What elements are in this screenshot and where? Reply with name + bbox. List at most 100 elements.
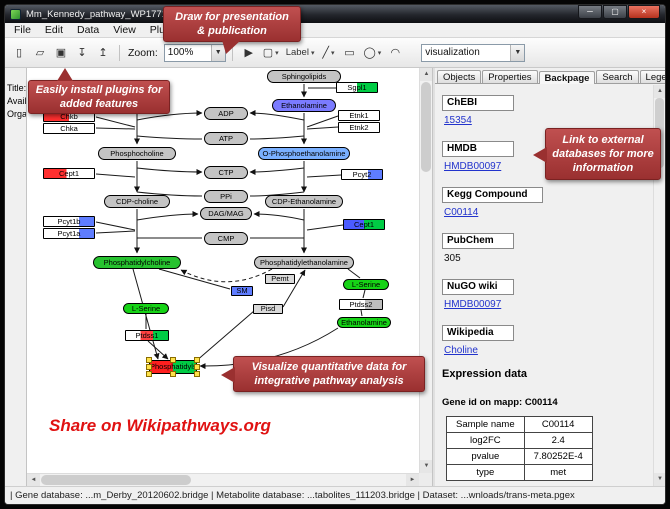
tab-search[interactable]: Search xyxy=(596,70,639,83)
pathway-node-phosphatidylcholine[interactable]: Phosphatidylcholine xyxy=(93,256,181,269)
arc-tool-glyph: ◠ xyxy=(390,47,401,59)
pathway-node-etnk1[interactable]: Etnk1 xyxy=(338,110,380,121)
arc-tool[interactable]: ◠ xyxy=(385,43,405,63)
pathway-node-dag-mag[interactable]: DAG/MAG xyxy=(200,207,252,220)
minimize-button[interactable]: ─ xyxy=(578,5,602,19)
export-icon[interactable]: ↥ xyxy=(98,47,108,59)
section-header: Wikipedia xyxy=(442,325,514,341)
pathway-node-ptdss2[interactable]: Ptdss2 xyxy=(339,299,383,310)
zoom-combobox[interactable]: 100% ▼ xyxy=(163,43,226,62)
toolbar: ▯▱▣↧↥ Zoom: 100% ▼ ▶▢▾Label▾╱▾▭◯▾◠ visua… xyxy=(5,38,665,68)
pathway-node-ethanolamine[interactable]: Ethanolamine xyxy=(337,317,391,328)
label-tool[interactable]: Label▾ xyxy=(283,43,318,63)
section-value: 305 xyxy=(444,253,461,264)
rectangle-tool[interactable]: ▭ xyxy=(339,43,359,63)
panel-splitter[interactable] xyxy=(432,68,435,486)
pathway-node-cmp[interactable]: CMP xyxy=(204,232,248,245)
scroll-thumb[interactable] xyxy=(41,475,191,485)
chevron-down-icon[interactable]: ▼ xyxy=(510,44,525,61)
selection-handle[interactable] xyxy=(194,357,200,363)
visualization-value: visualization xyxy=(425,47,480,58)
pathway-node-pcyt1a[interactable]: Pcyt1a xyxy=(43,228,95,239)
datanode-tool[interactable]: ▢▾ xyxy=(260,43,282,63)
pathway-node-cdp-ethanolamine[interactable]: CDP-Ethanolamine xyxy=(265,195,343,208)
selection-handle[interactable] xyxy=(146,371,152,377)
pathway-node-ctp[interactable]: CTP xyxy=(204,166,248,179)
pathway-view[interactable]: SphingolipidsSgpl1CholineEthanolamineADP… xyxy=(27,68,419,473)
selection-handle[interactable] xyxy=(170,371,176,377)
tab-backpage[interactable]: Backpage xyxy=(538,71,596,84)
pathway-node-l-serine[interactable]: L-Serine xyxy=(343,279,389,290)
pathway-canvas[interactable]: SphingolipidsSgpl1CholineEthanolamineADP… xyxy=(27,68,432,486)
menu-view[interactable]: View xyxy=(113,23,136,36)
oval-tool[interactable]: ◯▾ xyxy=(360,43,384,63)
chevron-down-icon: ▾ xyxy=(377,49,382,57)
selection-tool[interactable]: ▶ xyxy=(239,43,259,63)
canvas-vertical-scrollbar[interactable]: ▲ ▼ xyxy=(419,68,432,473)
import-icon[interactable]: ↧ xyxy=(77,47,87,59)
new-file-icon[interactable]: ▯ xyxy=(15,47,23,59)
section-link[interactable]: HMDB00097 xyxy=(444,299,502,310)
selection-handle[interactable] xyxy=(194,364,200,370)
pathway-node-cept1[interactable]: Cept1 xyxy=(43,168,95,179)
tab-objects[interactable]: Objects xyxy=(437,70,482,83)
pathway-node-pemt[interactable]: Pemt xyxy=(265,274,295,284)
menu-edit[interactable]: Edit xyxy=(44,23,64,36)
close-button[interactable]: × xyxy=(628,5,660,19)
pathway-node-sphingolipids[interactable]: Sphingolipids xyxy=(267,70,341,83)
pathway-node-chka[interactable]: Chka xyxy=(43,123,95,134)
selection-handle[interactable] xyxy=(146,364,152,370)
maximize-button[interactable]: ▢ xyxy=(603,5,627,19)
pathway-node-pcyt2[interactable]: Pcyt2 xyxy=(341,169,383,180)
app-icon xyxy=(10,8,21,20)
save-icon[interactable]: ▣ xyxy=(55,47,67,59)
menu-bar: FileEditDataViewPluginsHelp xyxy=(5,23,665,38)
pathway-node-ppi[interactable]: PPi xyxy=(204,190,248,203)
pathway-node-phosphocholine[interactable]: Phosphocholine xyxy=(98,147,176,160)
pathway-node-cept1[interactable]: Cept1 xyxy=(343,219,385,230)
pathway-node-atp[interactable]: ATP xyxy=(204,132,248,145)
pathway-node-adp[interactable]: ADP xyxy=(204,107,248,120)
pathway-node-sm[interactable]: SM xyxy=(231,286,253,296)
section-link[interactable]: 15354 xyxy=(444,115,472,126)
visualization-combobox[interactable]: visualization ▼ xyxy=(421,43,526,62)
selection-handle[interactable] xyxy=(146,357,152,363)
callout-text: Easily install plugins for added feature… xyxy=(35,83,163,110)
scroll-down-arrow[interactable]: ▼ xyxy=(654,473,665,486)
oval-tool-glyph: ◯ xyxy=(363,47,376,59)
pathway-node-pisd[interactable]: Pisd xyxy=(253,304,283,314)
pathway-node-o-phosphoethanolamine[interactable]: O-Phosphoethanolamine xyxy=(258,147,350,160)
scroll-up-arrow[interactable]: ▲ xyxy=(654,85,665,98)
scroll-right-arrow[interactable]: ► xyxy=(406,474,419,486)
file-button-group: ▯ ▱ ▣ ↧ ↥ xyxy=(9,43,113,63)
pathway-node-pcyt1b[interactable]: Pcyt1b xyxy=(43,216,95,227)
expression-table-cell: pvalue xyxy=(446,448,525,465)
scroll-up-arrow[interactable]: ▲ xyxy=(420,68,432,81)
pathway-node-ptdss1[interactable]: Ptdss1 xyxy=(125,330,169,341)
menu-data[interactable]: Data xyxy=(77,23,100,36)
selection-handle[interactable] xyxy=(194,371,200,377)
section-link[interactable]: Choline xyxy=(444,345,478,356)
side-label: Title: xyxy=(7,83,27,93)
chevron-down-icon[interactable]: ▼ xyxy=(210,44,225,61)
section-link[interactable]: HMDB00097 xyxy=(444,161,502,172)
pathway-node-l-serine[interactable]: L-Serine xyxy=(123,303,169,314)
open-icon[interactable]: ▱ xyxy=(35,47,45,59)
selection-handle[interactable] xyxy=(170,357,176,363)
pathway-node-cdp-choline[interactable]: CDP-choline xyxy=(104,195,170,208)
scroll-thumb[interactable] xyxy=(421,82,431,172)
tab-legend[interactable]: Legend xyxy=(639,70,665,83)
pathway-node-etnk2[interactable]: Etnk2 xyxy=(338,122,380,133)
section-link[interactable]: C00114 xyxy=(444,207,479,218)
canvas-horizontal-scrollbar[interactable]: ◄ ► xyxy=(27,473,419,486)
pathway-node-ethanolamine[interactable]: Ethanolamine xyxy=(272,99,336,112)
menu-file[interactable]: File xyxy=(14,23,31,36)
pathway-node-sgpl1[interactable]: Sgpl1 xyxy=(336,82,378,93)
tab-properties[interactable]: Properties xyxy=(482,70,538,83)
scroll-down-arrow[interactable]: ▼ xyxy=(420,460,432,473)
pathway-node-phosphatidylethanolamine[interactable]: Phosphatidylethanolamine xyxy=(254,256,354,269)
scroll-left-arrow[interactable]: ◄ xyxy=(27,474,40,486)
line-tool[interactable]: ╱▾ xyxy=(318,43,338,63)
